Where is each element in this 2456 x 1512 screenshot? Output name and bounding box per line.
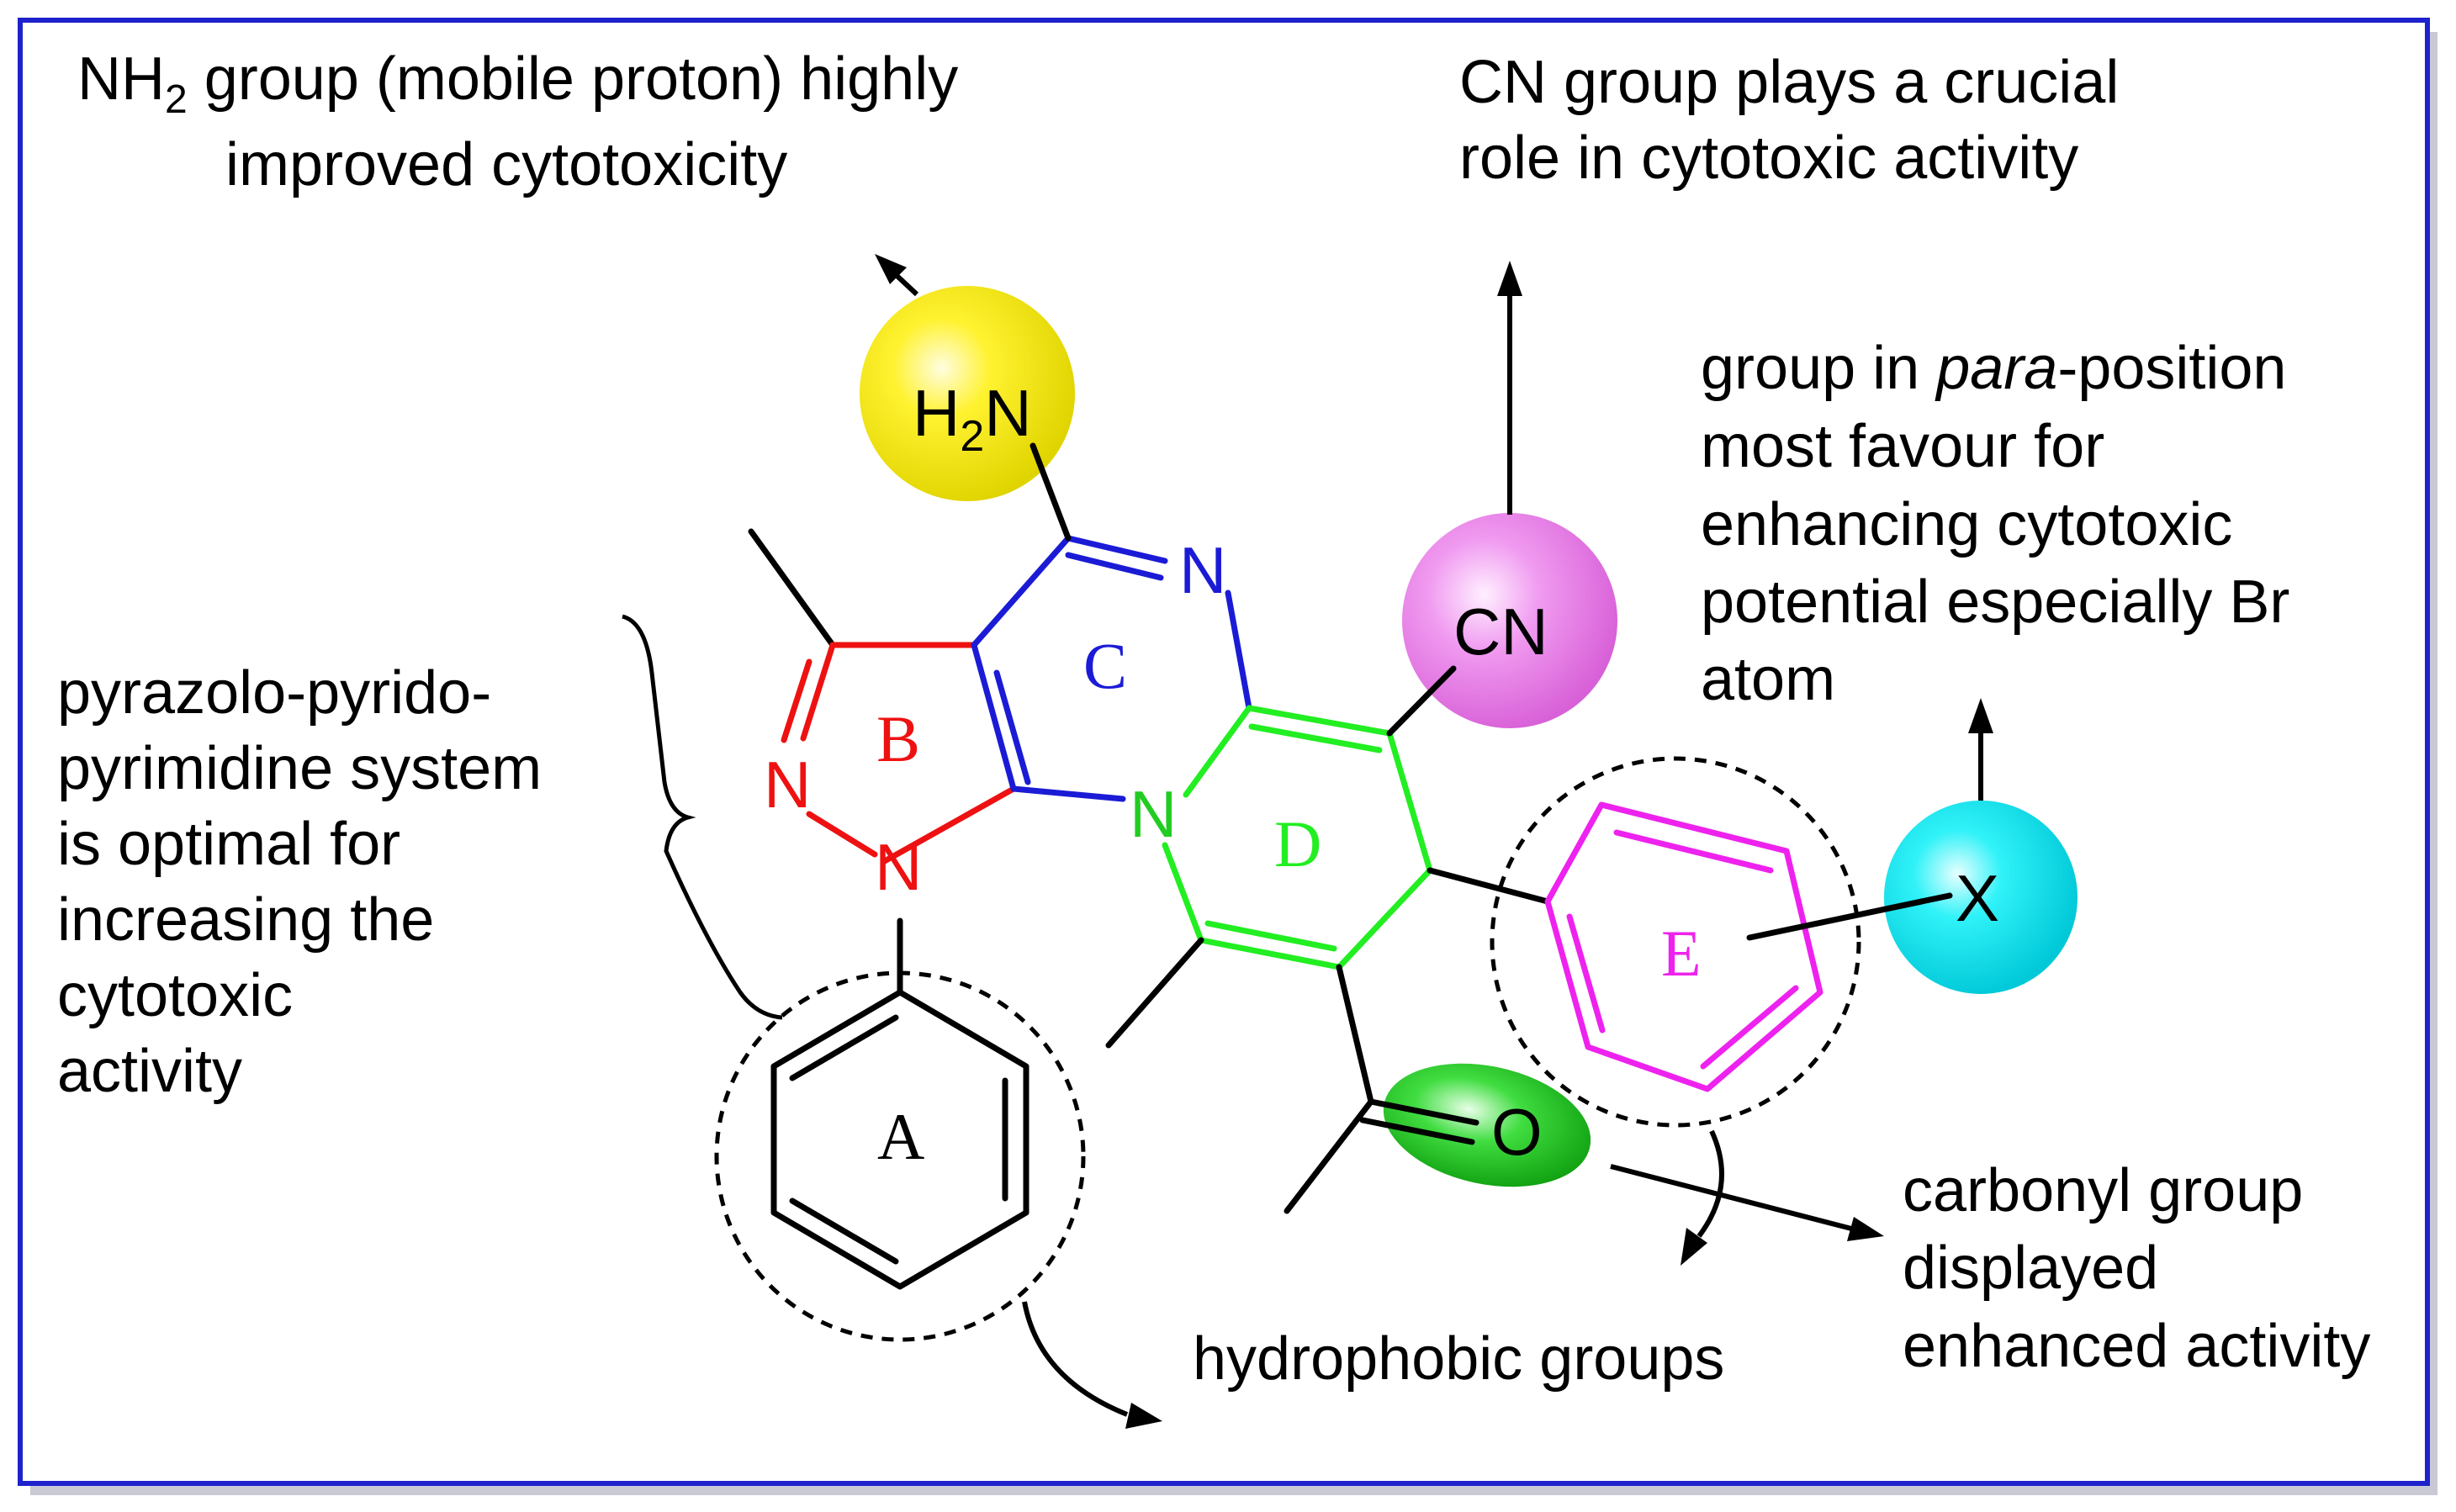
atom-cn: CN bbox=[1453, 595, 1548, 669]
annotation-system-line4: increasing the bbox=[57, 886, 434, 954]
ring-label-a: A bbox=[877, 1100, 924, 1173]
annotation-para-line4: potential especially Br bbox=[1701, 568, 2289, 636]
atom-n-pyrazole-1: N bbox=[764, 748, 811, 822]
annotation-system-line2: pyrimidine system bbox=[57, 735, 542, 802]
annotation-nh2-line2: improved cytotoxicity bbox=[225, 131, 787, 198]
atom-n-pyrazole-2: N bbox=[875, 830, 922, 904]
annotation-system-line6: activity bbox=[57, 1038, 242, 1105]
annotation-nh2-line1: NH2 group (mobile proton) highly bbox=[77, 45, 958, 122]
annotation-system-line1: pyrazolo-pyrido- bbox=[57, 659, 491, 727]
annotation-carbonyl-line1: carbonyl group bbox=[1903, 1157, 2303, 1224]
annotation-para-line1: group in para-position bbox=[1701, 335, 2286, 402]
annotation-system-line5: cytotoxic bbox=[57, 962, 293, 1029]
annotation-para-line2: most favour for bbox=[1701, 413, 2104, 480]
ring-label-b: B bbox=[876, 702, 920, 775]
annotation-carbonyl-line3: enhanced activity bbox=[1903, 1313, 2370, 1380]
annotation-carbonyl-line2: displayed bbox=[1903, 1234, 2158, 1302]
annotation-cn-line1: CN group plays a crucial bbox=[1459, 49, 2119, 116]
annotation-hydrophobic: hydrophobic groups bbox=[1193, 1325, 1724, 1393]
ring-label-d: D bbox=[1274, 807, 1321, 880]
annotation-cn-line2: role in cytotoxic activity bbox=[1459, 124, 2078, 192]
atom-n-bridge: N bbox=[1130, 777, 1177, 851]
atom-o: O bbox=[1491, 1095, 1543, 1169]
annotation-para-line3: enhancing cytotoxic bbox=[1701, 491, 2232, 558]
atom-n-ring-c: N bbox=[1179, 533, 1226, 607]
ring-label-c: C bbox=[1083, 629, 1127, 702]
annotation-system-line3: is optimal for bbox=[57, 811, 400, 878]
annotation-para-line5: atom bbox=[1701, 646, 1835, 713]
atom-x: X bbox=[1956, 861, 1999, 935]
ring-label-e: E bbox=[1661, 917, 1702, 990]
